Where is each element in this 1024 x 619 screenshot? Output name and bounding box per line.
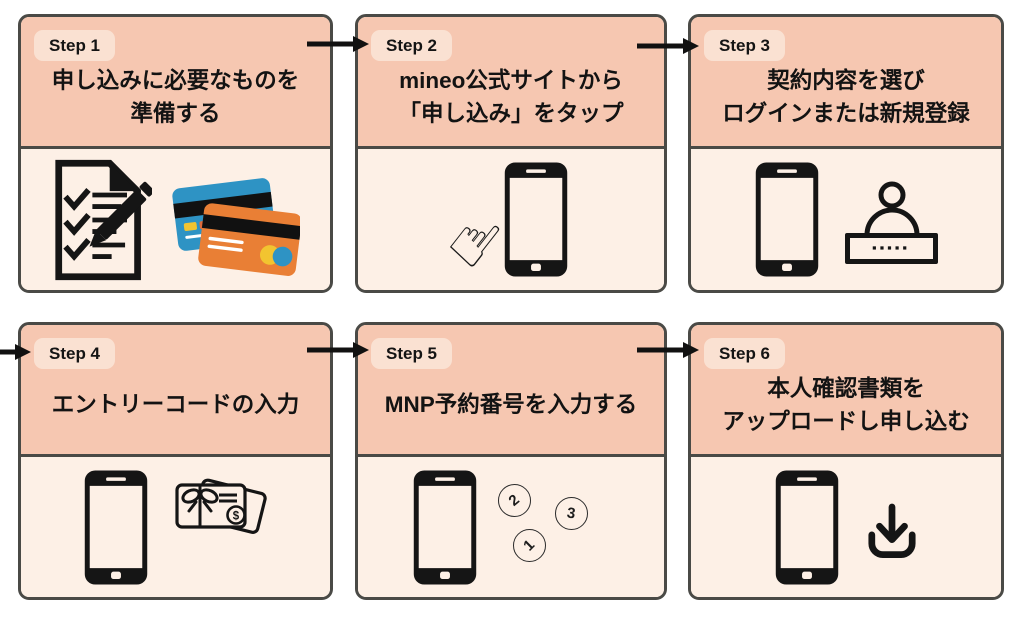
- gift-card-icon: $: [175, 478, 267, 534]
- step-4-body: $: [21, 457, 330, 597]
- step-4-badge: Step 4: [34, 338, 116, 370]
- number-circle-1-digit: 1: [520, 536, 539, 555]
- user-icon: [864, 181, 920, 235]
- step-1-body: [21, 149, 330, 290]
- step-5-title: MNP予約番号を入力する: [384, 392, 638, 418]
- step-6-header: Step 6 本人確認書類を アップロードし申し込む: [691, 325, 1001, 457]
- step-2-header: Step 2 mineo公式サイトから 「申し込み」をタップ: [358, 17, 664, 149]
- upload-download-icon: [868, 503, 916, 558]
- arrow-step4-to-step5: [307, 342, 369, 358]
- step-2-body: ☝: [358, 149, 664, 290]
- step-5-badge-label: Step 5: [386, 344, 438, 363]
- dollar-sign: $: [233, 511, 240, 523]
- step-1-title: 申し込みに必要なものを 準備する: [51, 67, 300, 126]
- password-dots: ▪▪▪▪▪: [871, 240, 911, 255]
- step-6-badge: Step 6: [704, 338, 786, 370]
- pointing-hand-icon: ☝: [434, 197, 514, 283]
- arrow-step5-to-step6: [637, 342, 699, 358]
- step-4-title: エントリーコードの入力: [51, 392, 300, 418]
- arrow-into-step4: [0, 344, 31, 360]
- user-password-icon: ▪▪▪▪▪: [844, 181, 938, 264]
- step-1-header: Step 1 申し込みに必要なものを 準備する: [21, 17, 330, 149]
- step-3-title: 契約内容を選び ログインまたは新規登録: [722, 67, 970, 126]
- checklist-pen-icon: [54, 159, 152, 280]
- step-5-header: Step 5 MNP予約番号を入力する: [358, 325, 664, 457]
- password-field-icon: ▪▪▪▪▪: [844, 233, 938, 264]
- step-card-4: Step 4 エントリーコードの入力: [18, 322, 333, 600]
- credit-cards-icon: [171, 177, 300, 276]
- smartphone-icon: [755, 162, 818, 277]
- step-4-badge-label: Step 4: [49, 344, 101, 363]
- step-card-3: Step 3 契約内容を選び ログインまたは新規登録 ▪▪▪▪▪: [688, 14, 1004, 293]
- step-2-title: mineo公式サイトから 「申し込み」をタップ: [398, 67, 624, 126]
- number-circle-1: 1: [513, 529, 546, 562]
- step-6-title: 本人確認書類を アップロードし申し込む: [722, 375, 970, 434]
- smartphone-icon: [775, 469, 839, 585]
- arrow-step2-to-step3: [637, 38, 699, 54]
- step-card-1: Step 1 申し込みに必要なものを 準備する: [18, 14, 333, 293]
- smartphone-icon: [413, 469, 477, 585]
- step-card-5: Step 5 MNP予約番号を入力する 2 3 1: [355, 322, 667, 600]
- number-circle-3-digit: 3: [566, 504, 577, 523]
- step-4-header: Step 4 エントリーコードの入力: [21, 325, 330, 457]
- step-5-badge: Step 5: [371, 338, 453, 370]
- number-circle-2-digit: 2: [505, 491, 524, 510]
- step-6-body: [691, 457, 1001, 597]
- number-circle-3: 3: [555, 497, 588, 530]
- step-card-6: Step 6 本人確認書類を アップロードし申し込む: [688, 322, 1004, 600]
- step-3-badge: Step 3: [704, 30, 786, 62]
- step-3-badge-label: Step 3: [719, 36, 771, 55]
- step-1-badge: Step 1: [34, 30, 116, 62]
- number-circle-2: 2: [498, 484, 531, 517]
- number-circles-icon: 2 3 1: [497, 483, 609, 571]
- arrow-step1-to-step2: [307, 36, 369, 52]
- step-5-body: 2 3 1: [358, 457, 664, 597]
- step-1-badge-label: Step 1: [49, 36, 101, 55]
- step-2-badge: Step 2: [371, 30, 453, 62]
- step-card-2: Step 2 mineo公式サイトから 「申し込み」をタップ ☝: [355, 14, 667, 293]
- step-3-header: Step 3 契約内容を選び ログインまたは新規登録: [691, 17, 1001, 149]
- step-6-badge-label: Step 6: [719, 344, 771, 363]
- smartphone-icon: [84, 469, 148, 585]
- smartphone-icon: [504, 162, 568, 277]
- step-3-body: ▪▪▪▪▪: [691, 149, 1001, 290]
- step-2-badge-label: Step 2: [386, 36, 438, 55]
